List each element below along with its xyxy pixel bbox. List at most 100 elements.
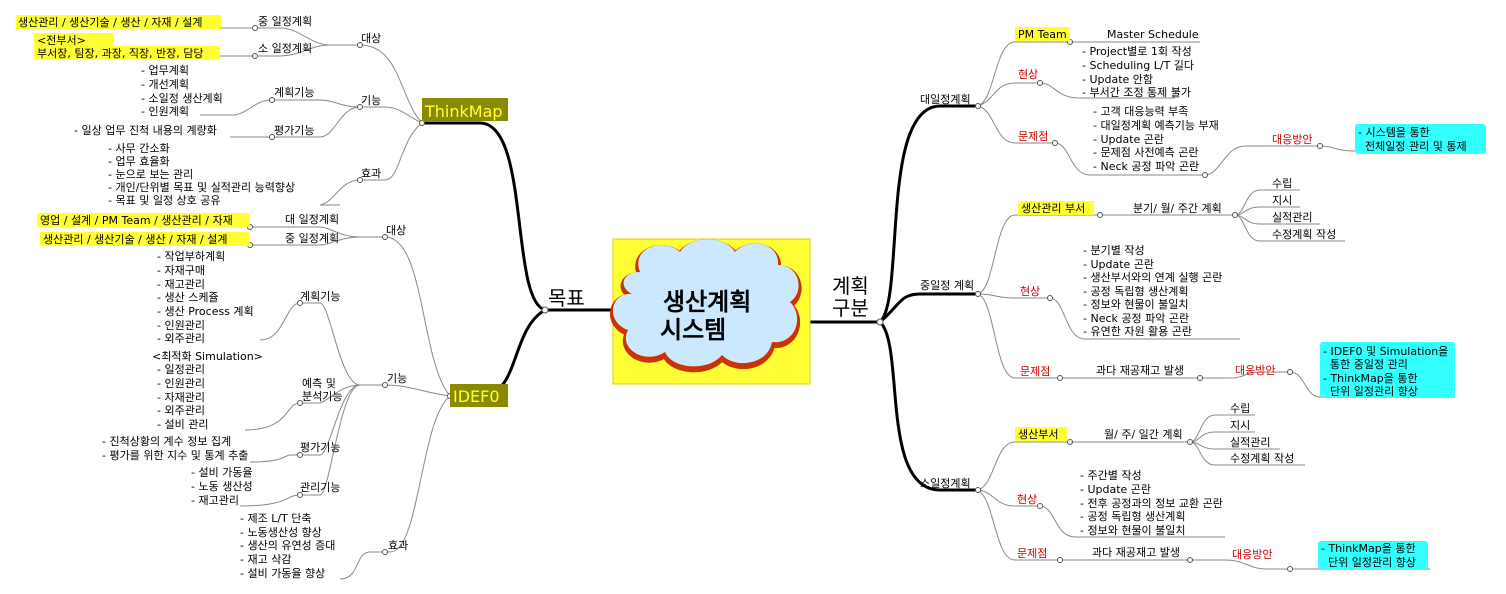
list-item: 실적관리 [1230, 436, 1270, 449]
list-item: - 자재관리 [157, 391, 205, 404]
list-item: - 부서간 조정 통제 불가 [1082, 86, 1191, 99]
big-response-text2: 전체일정 관리 및 통제 [1358, 139, 1467, 153]
thinkmap-effect-label: 효과 [361, 167, 381, 180]
list-item: - 노동생산성 향상 [240, 526, 322, 539]
list-item: 단위 일정관리 향상 [1323, 384, 1418, 398]
idef0-eval-func: 평가기능 [300, 441, 340, 454]
list-item: - ThinkMap을 통한 [1321, 542, 1416, 555]
center-title-line1: 생산계획 [663, 288, 751, 316]
list-item: - 작업부하계획 [157, 249, 225, 263]
list-item: - 생산 Process 계획 [157, 305, 254, 318]
thinkmap-node[interactable]: ThinkMap [422, 98, 508, 121]
thinkmap-plan-func: 계획기능 [274, 86, 314, 99]
big-problem-items: - 고객 대응능력 부족 - 대일정계획 예측기능 부재 - Update 곤란… [1093, 105, 1219, 173]
list-item: 수정계획 작성 [1230, 452, 1294, 465]
thinkmap-mid-plan-depts: 생산관리 / 생산기술 / 생산 / 자재 / 설계 [18, 16, 202, 29]
idef0-big-plan-depts: 영업 / 설계 / PM Team / 생산관리 / 자재 [40, 214, 233, 227]
list-item: - 재고관리 [157, 278, 205, 291]
list-item: - 인원관리 [157, 377, 205, 390]
center-node[interactable]: 생산계획 시스템 [609, 238, 811, 385]
small-response-items: - ThinkMap을 통한 단위 일정관리 향상 [1321, 542, 1416, 569]
list-item: - 재고관리 [191, 494, 239, 507]
list-item: - Update 곤란 [1083, 258, 1154, 271]
list-item: - 외주관리 [157, 332, 205, 345]
list-item: 단위 일정관리 향상 [1321, 555, 1416, 569]
small-plan-name: 소일정계획 [920, 476, 971, 490]
list-item: 통한 중일정 관리 [1323, 357, 1408, 371]
list-item: - 공정 독립형 생산계획 [1080, 510, 1186, 523]
idef0-node[interactable]: IDEF0 [450, 384, 508, 407]
small-dept-leaves: 수립 지시 실적관리 수정계획 작성 [1230, 402, 1294, 465]
idef0-predict-func-line2: 분석기능 [302, 390, 342, 403]
idef0-manage-func: 관리기능 [300, 481, 340, 494]
idef0-function-label: 기능 [387, 372, 407, 385]
list-item: 수립 [1230, 402, 1250, 415]
thinkmap-small-plan-all: <전부서> [37, 34, 86, 47]
list-item: 지시 [1230, 419, 1250, 432]
idef0-predict-header: <최적화 Simulation> [152, 350, 263, 363]
master-schedule: Master Schedule [1107, 28, 1199, 41]
list-item: 수정계획 작성 [1272, 228, 1336, 241]
junction-nodes [247, 25, 1323, 572]
list-item: - 외주관리 [157, 404, 205, 417]
mid-status-items: - 분기별 작성 - Update 곤란 - 생산부서와의 연계 실행 곤란 -… [1083, 244, 1222, 338]
mid-dept-label: 생산관리 부서 [1021, 202, 1085, 215]
small-dept-label: 생산부서 [1018, 428, 1058, 441]
list-item: - 공정 독립형 생산계획 [1083, 285, 1189, 298]
list-item: - 목표 및 일정 상호 공유 [108, 193, 221, 207]
list-item: - 자재구매 [157, 264, 205, 277]
thinkmap-small-plan: 소 일정계획 [258, 41, 312, 55]
pm-team-label: PM Team [1018, 28, 1067, 41]
plan-label-line2: 구분 [832, 296, 869, 320]
mid-problem-text: 과다 재공재고 발생 [1096, 364, 1184, 377]
center-title-line2: 시스템 [660, 316, 726, 344]
list-item: - Project별로 1회 작성 [1082, 45, 1192, 58]
list-item: - Update 곤란 [1080, 483, 1151, 496]
list-item: - 생산 스케쥴 [157, 291, 219, 304]
small-dept-text: 월/ 주/ 일간 계획 [1104, 427, 1183, 441]
list-item: - 생산의 유연성 증대 [240, 539, 335, 552]
list-item: - 개선계획 [141, 78, 189, 91]
mid-problem-label: 문제점 [1020, 365, 1050, 378]
mid-dept-leaves: 수립 지시 실적관리 수정계획 작성 [1272, 177, 1336, 241]
list-item: - 제조 L/T 단축 [240, 512, 312, 525]
list-item: - Update 안함 [1082, 73, 1153, 86]
list-item: - 주간별 작성 [1080, 469, 1142, 482]
mid-response-items: - IDEF0 및 Simulation을 통한 중일정 관리 - ThinkM… [1323, 345, 1448, 398]
list-item: - 생산부서와의 연계 실행 곤란 [1083, 271, 1222, 284]
list-item: - 진척상황의 계수 정보 집계 [102, 435, 231, 448]
list-item: - Scheduling L/T 길다 [1082, 59, 1194, 72]
big-response-text1: - 시스템을 통한 [1358, 126, 1430, 139]
small-response-label: 대응방안 [1232, 548, 1272, 561]
list-item: - 설비 관리 [157, 418, 208, 431]
list-item: - 노동 생산성 [191, 480, 253, 493]
list-item: 수립 [1272, 177, 1292, 190]
list-item: - ThinkMap을 통한 [1323, 372, 1418, 385]
idef0-plan-func: 계획기능 [300, 290, 340, 303]
big-response-label: 대응방안 [1272, 133, 1312, 146]
list-item: - 소일정 생산계획 [141, 91, 223, 105]
thinkmap-function-label: 기능 [361, 94, 381, 107]
list-item: - 재고 삭감 [240, 553, 291, 566]
idef0-mid-plan-depts: 생산관리 / 생산기술 / 생산 / 자재 / 설계 [43, 233, 227, 246]
thinkmap-title: ThinkMap [424, 102, 503, 121]
list-item: - Update 곤란 [1093, 133, 1164, 146]
list-item: - 대일정계획 예측기능 부재 [1093, 118, 1219, 132]
thinkmap-mid-plan: 중 일정계획 [258, 14, 312, 28]
plan-label-line1: 계획 [832, 274, 869, 298]
list-item: - 인원계획 [141, 105, 189, 118]
idef0-target-label: 대상 [386, 224, 406, 237]
idef0-predict-func-line1: 예측 및 [302, 377, 336, 390]
idef0-eval-items: - 진척상황의 계수 정보 집계 - 평가를 위한 지수 및 통계 추출 [102, 435, 248, 462]
small-problem-label: 문제점 [1017, 547, 1047, 560]
list-item: - 평가를 위한 지수 및 통계 추출 [102, 449, 248, 462]
thinkmap-small-plan-roles: 부서장, 팀장, 과장, 직장, 반장, 담당 [37, 47, 204, 60]
idef0-effect-items: - 제조 L/T 단축 - 노동생산성 향상 - 생산의 유연성 증대 - 재고… [240, 512, 335, 580]
list-item: - Neck 공정 파악 곤란 [1093, 160, 1199, 173]
thinkmap-eval-func: 평가기능 [274, 124, 314, 137]
idef0-big-plan: 대 일정계획 [285, 212, 339, 226]
list-item: - 문제점 사전예측 곤란 [1093, 146, 1199, 159]
list-item: - 설비 가동율 향상 [240, 567, 325, 580]
idef0-plan-items: - 작업부하계획 - 자재구매 - 재고관리 - 생산 스케쥴 - 생산 Pro… [157, 249, 254, 345]
